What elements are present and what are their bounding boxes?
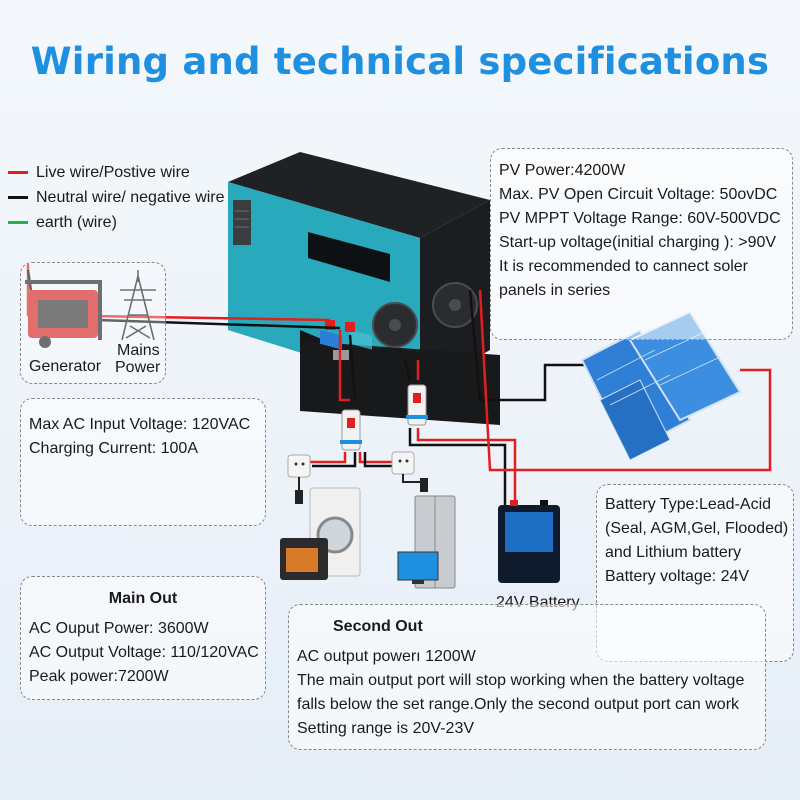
lcd-display [308,232,390,282]
outlet-icon [287,454,311,504]
legend-item-neutral: Neutral wire/ negative wire [8,185,225,210]
wire-legend: Live wire/Postive wire Neutral wire/ neg… [8,160,225,235]
main-out-line: AC Output Voltage: 110/120VAC [29,644,259,661]
main-out-line: AC Ouput Power: 3600W [29,620,209,637]
second-output-breaker [406,384,428,426]
second-out-line: The main output port will stop working w… [297,672,745,689]
second-out-line: falls below the set range.Only the secon… [297,696,740,713]
legend-label: earth (wire) [36,213,117,231]
pv-spec-line: Start-up voltage(initial charging ): >90… [499,234,777,251]
earth-wire-swatch [8,221,28,224]
main-output-breaker [340,409,362,451]
live-wire-swatch [8,171,28,174]
power-sources-box [20,262,166,384]
neutral-wire-swatch [8,196,28,199]
second-out-spec-box: Second Out AC output powerı 1200W The ma… [288,604,766,750]
oven-icon [280,538,328,580]
legend-item-earth: earth (wire) [8,210,225,235]
second-out-heading: Second Out [333,618,423,635]
pv-spec-line: It is recommended to cannect soler [499,258,749,275]
legend-label: Live wire/Postive wire [36,163,190,181]
legend-label: Neutral wire/ negative wire [36,188,225,206]
generator-label: Generator [29,358,102,375]
battery-spec-line: (Seal, AGM,Gel, Flooded) [605,520,789,537]
battery-spec-line: Battery Type:Lead-Acid [605,496,772,513]
mains-label: Mains [117,342,160,359]
pv-spec-line: PV Power:4200W [499,162,626,179]
outlet-icon [391,451,428,492]
mains-power-tower-icon [120,270,156,341]
page-title: Wiring and technical specifications [30,40,770,83]
legend-item-live: Live wire/Postive wire [8,160,225,185]
battery-spec-line: Battery voltage: 24V [605,568,750,585]
hybrid-inverter [228,152,500,425]
ac-input-spec-box: Max AC Input Voltage: 120VAC Charging Cu… [20,398,266,526]
second-out-line: AC output powerı 1200W [297,648,476,665]
pv-spec-line: Max. PV Open Circuit Voltage: 50ovDC [499,186,778,203]
main-out-heading: Main Out [108,590,178,607]
main-out-spec-box: Main Out AC Ouput Power: 3600W AC Output… [20,576,266,700]
battery-spec-line: and Lithium battery [605,544,742,561]
pv-spec-line: panels in series [499,282,611,299]
monitor-icon [397,551,439,584]
main-out-line: Peak power:7200W [29,668,169,685]
second-out-line: Setting range is 20V-23V [297,720,475,737]
ac-input-line: Max AC Input Voltage: 120VAC [29,416,251,433]
pv-spec-line: PV MPPT Voltage Range: 60V-500VDC [499,210,781,227]
pv-spec-box: PV Power:4200W Max. PV Open Circuit Volt… [490,148,793,340]
ac-input-line: Charging Current: 100A [29,440,198,457]
generator-icon [25,280,102,348]
power-label: Power [115,359,161,376]
battery-icon [498,500,560,583]
